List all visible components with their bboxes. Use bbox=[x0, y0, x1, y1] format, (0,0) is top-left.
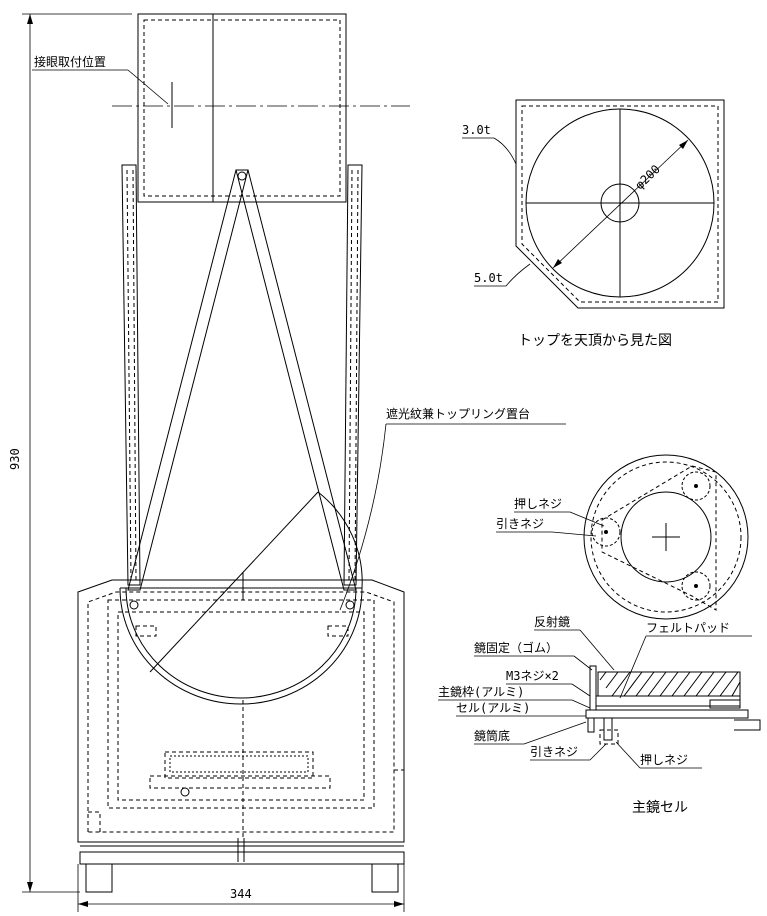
height-value: 930 bbox=[8, 448, 22, 470]
thickness-bottom-label: 5.0t bbox=[474, 271, 503, 285]
diameter-label: φ200 bbox=[632, 162, 663, 192]
pull-screw-label: 引きネジ bbox=[496, 517, 544, 531]
top-view: φ200 3.0t 5.0t トップを天頂から見た図 bbox=[462, 99, 725, 349]
mirror-fix-label: 鏡固定（ゴム） bbox=[474, 640, 558, 655]
base bbox=[79, 838, 405, 893]
cell-section: 反射鏡 鏡固定（ゴム） M3ネジ×2 主鏡枠(アルミ) セル(アルミ) 鏡筒底 … bbox=[438, 614, 761, 816]
mirror-frame-label: 主鏡枠(アルミ) bbox=[438, 684, 524, 699]
thickness-top-label: 3.0t bbox=[462, 123, 491, 137]
top-view-caption: トップを天頂から見た図 bbox=[518, 333, 672, 349]
pull-screw-2-label: 引きネジ bbox=[530, 745, 578, 759]
truss-struts bbox=[127, 169, 357, 610]
tube-bottom-label: 鏡筒底 bbox=[474, 728, 510, 743]
mirror-label: 反射鏡 bbox=[534, 614, 570, 629]
width-value: 344 bbox=[230, 887, 252, 901]
width-dimension: 344 bbox=[77, 864, 405, 912]
height-dimension: 930 bbox=[8, 13, 132, 893]
cell-caption: 主鏡セル bbox=[632, 800, 688, 816]
top-box bbox=[137, 13, 347, 203]
cell-label: セル(アルミ) bbox=[456, 701, 530, 715]
main-view: 接眼取付位置 遮光紋兼トップリング置台 bbox=[8, 13, 566, 912]
right-pole bbox=[343, 164, 363, 586]
cell-top-view: 押しネジ 引きネジ bbox=[496, 454, 749, 620]
bottom-box bbox=[77, 491, 405, 843]
push-screw-label: 押しネジ bbox=[514, 497, 562, 511]
push-screw-2-label: 押しネジ bbox=[640, 753, 688, 767]
baffle-label: 遮光紋兼トップリング置台 bbox=[386, 406, 530, 421]
eyepiece-position-label: 接眼取付位置 bbox=[34, 54, 106, 69]
felt-pad-label: フェルトパッド bbox=[646, 621, 730, 635]
m3-screw-label: M3ネジ×2 bbox=[506, 669, 559, 683]
left-pole bbox=[121, 164, 141, 586]
